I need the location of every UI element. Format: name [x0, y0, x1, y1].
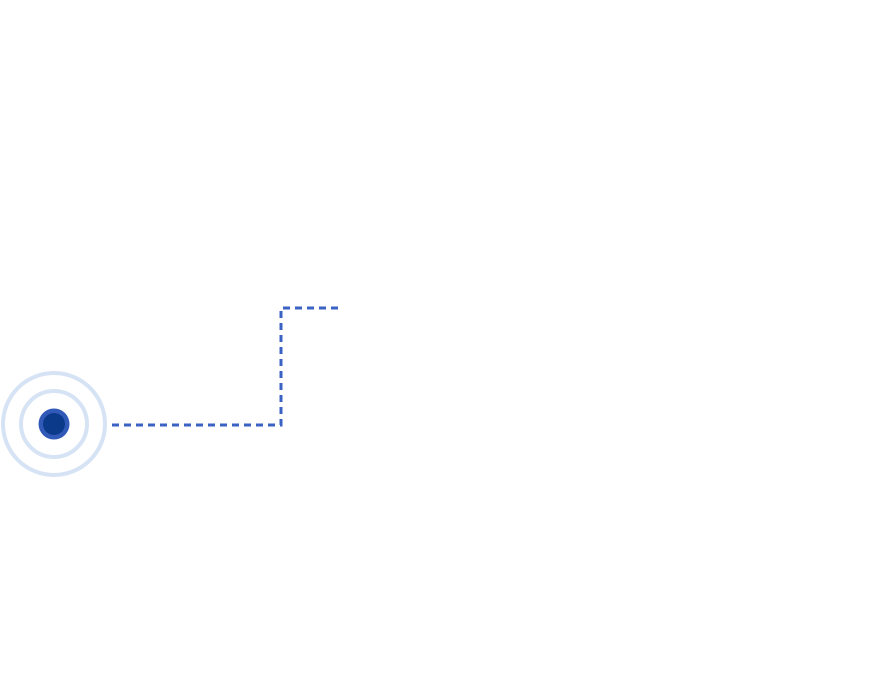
dashed-connector-line	[112, 306, 340, 427]
pulse-ring-outer	[1, 371, 107, 477]
location-pulse-icon	[1, 371, 107, 477]
pulse-ring-inner	[19, 389, 89, 459]
marker-dot-inner	[43, 413, 65, 435]
